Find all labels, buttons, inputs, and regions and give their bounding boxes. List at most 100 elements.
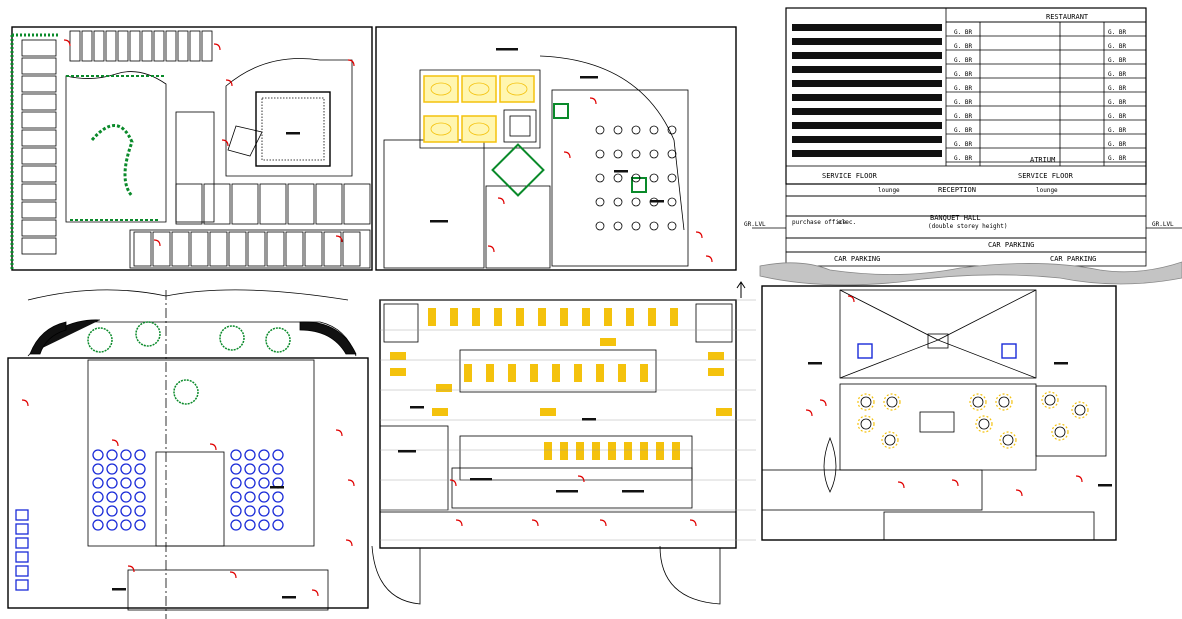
label-guest-room: G. BR bbox=[954, 141, 972, 148]
seat-mark bbox=[134, 519, 146, 531]
yellow-cell bbox=[604, 308, 612, 326]
label-reception: RECEPTION bbox=[938, 186, 976, 194]
door-mark bbox=[63, 39, 71, 47]
seat-mark bbox=[106, 491, 118, 503]
room-cell bbox=[141, 30, 153, 62]
seat-mark bbox=[258, 449, 270, 461]
label-mark bbox=[556, 490, 578, 493]
door-mark bbox=[589, 97, 597, 105]
yellow-cell bbox=[618, 364, 626, 382]
seat-mark bbox=[230, 491, 242, 503]
room-cell bbox=[21, 201, 57, 219]
yellow-cell bbox=[708, 352, 724, 360]
room-cell bbox=[259, 183, 287, 225]
room-cell bbox=[21, 165, 57, 183]
label-banquet-note: (double storey height) bbox=[928, 223, 1007, 230]
table-mark bbox=[595, 197, 605, 207]
room-cell bbox=[315, 183, 343, 225]
label-guest-room: G. BR bbox=[1108, 127, 1126, 134]
plan-bottom-left bbox=[7, 289, 369, 619]
table-mark bbox=[857, 415, 875, 433]
seat-mark bbox=[258, 519, 270, 531]
door-mark bbox=[335, 429, 343, 437]
seat-mark bbox=[244, 477, 256, 489]
seat-mark bbox=[92, 449, 104, 461]
table-mark bbox=[649, 221, 659, 231]
label-gr-lvl-right: GR.LVL bbox=[1152, 221, 1174, 228]
table-mark bbox=[1041, 391, 1059, 409]
tree-mark bbox=[173, 379, 199, 405]
table-mark bbox=[631, 125, 641, 135]
door-mark bbox=[209, 443, 217, 451]
room-cell bbox=[287, 183, 315, 225]
table-mark bbox=[649, 173, 659, 183]
seat-mark bbox=[15, 537, 29, 549]
label-mark bbox=[1098, 484, 1112, 487]
room-cell bbox=[201, 30, 213, 62]
label-guest-room: G. BR bbox=[954, 43, 972, 50]
seat-mark bbox=[134, 477, 146, 489]
yellow-cell bbox=[582, 308, 590, 326]
yellow-cell bbox=[672, 442, 680, 460]
table-mark bbox=[631, 173, 641, 183]
table-mark bbox=[430, 122, 452, 136]
table-mark bbox=[631, 197, 641, 207]
table-mark bbox=[883, 393, 901, 411]
door-mark bbox=[951, 479, 959, 487]
floor-stripe bbox=[792, 24, 942, 31]
yellow-cell bbox=[516, 308, 524, 326]
tree-mark bbox=[265, 327, 291, 353]
label-guest-room: G. BR bbox=[1108, 57, 1126, 64]
room-cell bbox=[105, 30, 117, 62]
yellow-cell bbox=[428, 308, 436, 326]
seat-mark bbox=[92, 505, 104, 517]
door-mark bbox=[695, 231, 703, 239]
label-atrium: ATRIUM bbox=[1030, 156, 1055, 164]
seat-mark bbox=[134, 505, 146, 517]
door-mark bbox=[111, 439, 119, 447]
table-mark bbox=[999, 431, 1017, 449]
room-cell bbox=[21, 39, 57, 57]
yellow-cell bbox=[552, 364, 560, 382]
table-mark bbox=[613, 125, 623, 135]
door-mark bbox=[449, 479, 457, 487]
room-cell bbox=[93, 30, 105, 62]
yellow-cell bbox=[640, 364, 648, 382]
label-mark bbox=[470, 478, 492, 481]
label-purchase-office: purchase office bbox=[792, 219, 847, 226]
table-mark bbox=[1044, 394, 1056, 406]
yellow-cell bbox=[436, 384, 452, 392]
door-mark bbox=[153, 239, 161, 247]
table-mark bbox=[667, 125, 677, 135]
room-cell bbox=[21, 129, 57, 147]
label-guest-room: G. BR bbox=[954, 71, 972, 78]
door-mark bbox=[531, 519, 539, 527]
door-mark bbox=[213, 43, 221, 51]
seat-mark bbox=[15, 565, 29, 577]
room-cell bbox=[343, 183, 371, 225]
door-mark bbox=[335, 235, 343, 243]
table-mark bbox=[423, 115, 459, 143]
north-arrow-icon bbox=[736, 281, 746, 298]
room-cell bbox=[228, 231, 247, 267]
room-cell bbox=[129, 30, 141, 62]
label-guest-room: G. BR bbox=[1108, 99, 1126, 106]
room-cell bbox=[285, 231, 304, 267]
room-cell bbox=[175, 183, 203, 225]
table-mark bbox=[595, 125, 605, 135]
seat-mark bbox=[272, 463, 284, 475]
room-cell bbox=[21, 219, 57, 237]
table-mark bbox=[1074, 404, 1086, 416]
door-mark bbox=[805, 409, 813, 417]
table-mark bbox=[881, 431, 899, 449]
plan-bottom-middle bbox=[371, 299, 756, 605]
seat-mark bbox=[258, 491, 270, 503]
label-lounge-left: lounge bbox=[878, 187, 900, 194]
yellow-cell bbox=[574, 364, 582, 382]
table-mark bbox=[595, 149, 605, 159]
seat-mark bbox=[134, 491, 146, 503]
label-guest-room: G. BR bbox=[1108, 85, 1126, 92]
room-cell bbox=[152, 231, 171, 267]
seat-mark bbox=[272, 519, 284, 531]
door-mark bbox=[127, 565, 135, 573]
